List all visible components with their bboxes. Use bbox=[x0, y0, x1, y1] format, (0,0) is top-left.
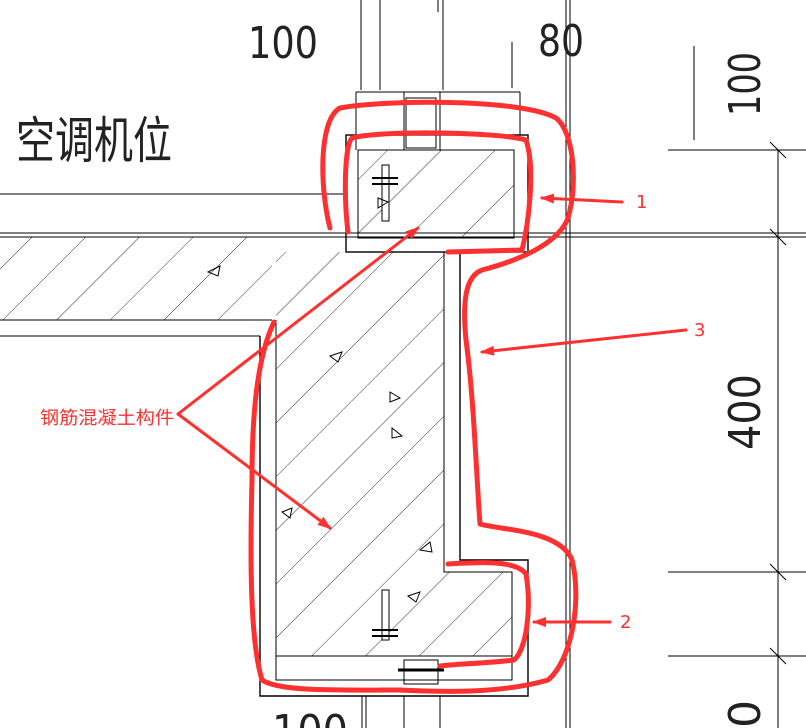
anchor-bolt-top bbox=[372, 97, 437, 222]
markup-outline-3 bbox=[397, 337, 579, 694]
markup-outline-1 bbox=[320, 99, 576, 343]
dim-top-right: 80 bbox=[538, 16, 584, 67]
markup-outline-4 bbox=[437, 560, 531, 669]
aggregate-marks bbox=[206, 197, 433, 603]
top-dimension-lines bbox=[360, 0, 571, 728]
markup-outline-2 bbox=[342, 130, 534, 255]
dim-right-mid: 400 bbox=[720, 374, 771, 450]
markup-outline-5 bbox=[248, 319, 403, 693]
anchor-bolt-bottom bbox=[372, 589, 444, 685]
callout-arrows bbox=[176, 193, 688, 627]
dim-bottom-partial: 100 bbox=[272, 706, 348, 728]
concrete-component bbox=[259, 91, 529, 728]
dim-top-left: 100 bbox=[248, 18, 318, 69]
room-label: 空调机位 bbox=[16, 112, 172, 170]
callout-3: 3 bbox=[694, 320, 705, 341]
right-dimension bbox=[668, 46, 806, 728]
dim-right-bottom: 0 bbox=[720, 700, 771, 728]
component-label: 钢筋混凝土构件 bbox=[40, 408, 174, 429]
dim-right-top: 100 bbox=[720, 52, 771, 116]
callout-2: 2 bbox=[620, 612, 631, 633]
floor-slab-hatch bbox=[0, 237, 272, 320]
callout-1: 1 bbox=[636, 192, 647, 213]
